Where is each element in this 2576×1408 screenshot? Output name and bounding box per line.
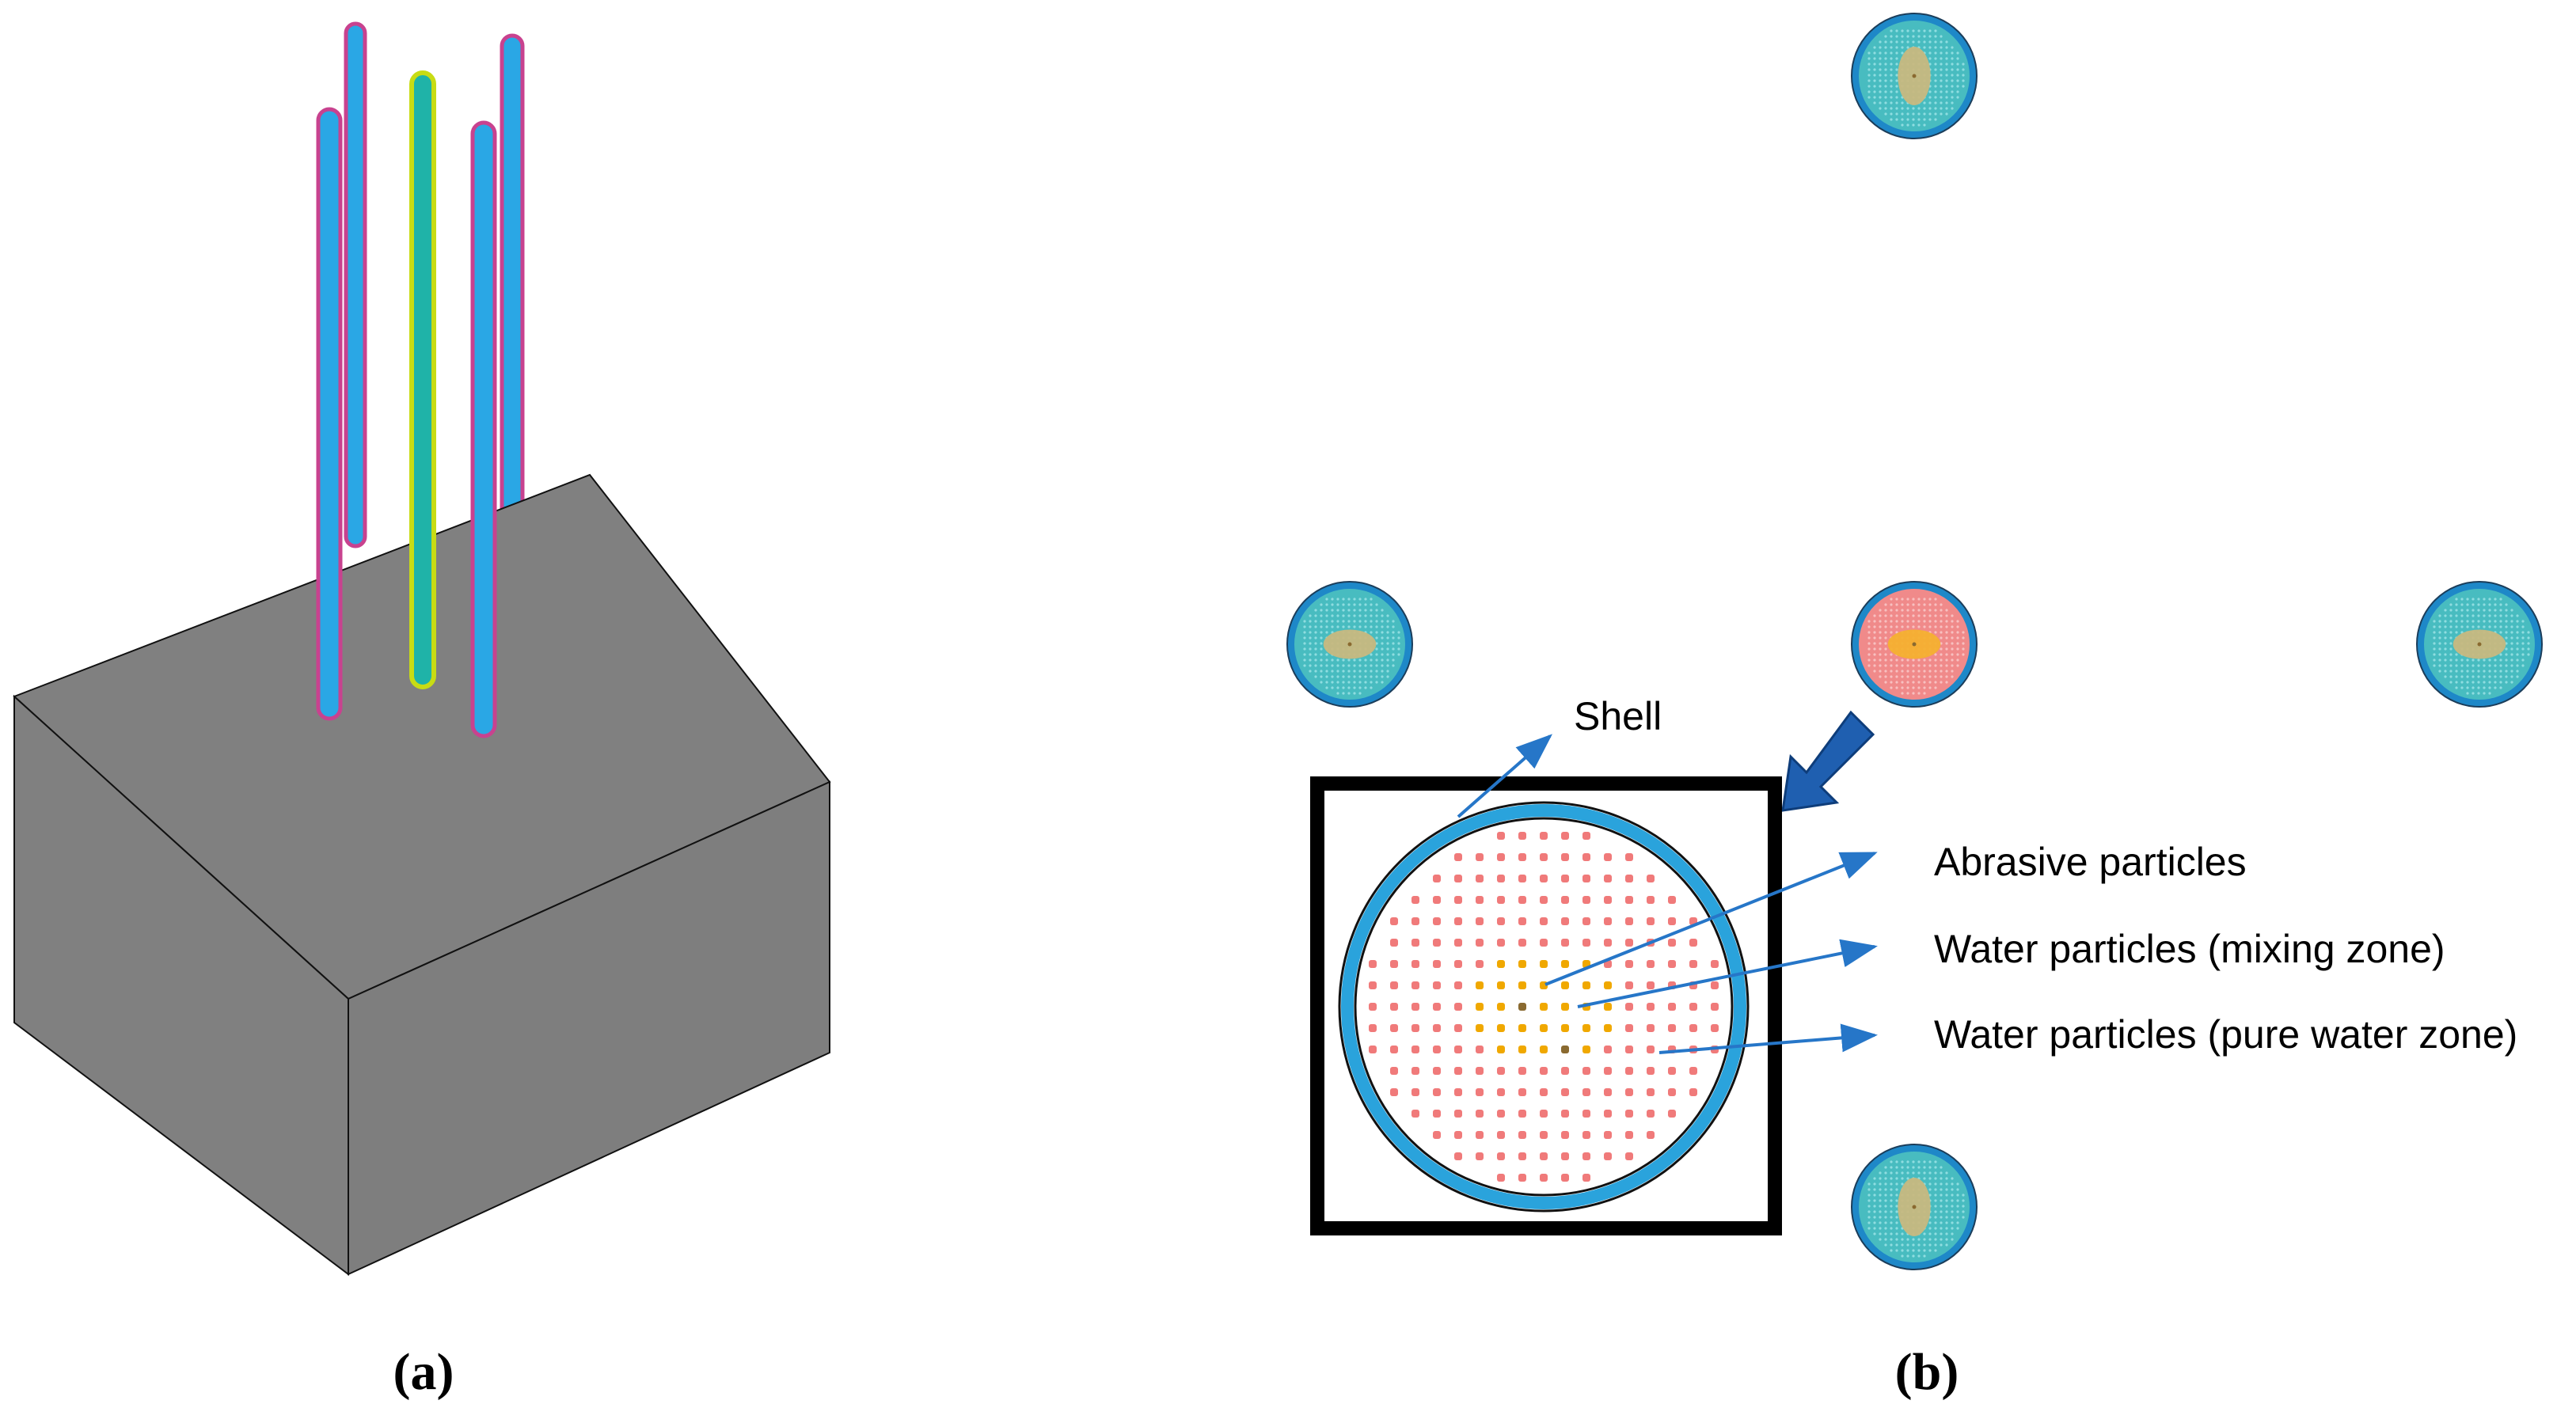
shell-label: Shell xyxy=(1574,694,1662,738)
nozzle-top xyxy=(1851,13,1978,139)
annotation-mixing: Water particles (mixing zone) xyxy=(1577,927,2445,1008)
annotation-abrasive: Abrasive particles xyxy=(1544,840,2247,986)
zoom-arrow xyxy=(1781,710,1875,812)
nozzle-right xyxy=(2416,581,2543,708)
pure-label: Water particles (pure water zone) xyxy=(1934,1012,2517,1057)
mixing-label: Water particles (mixing zone) xyxy=(1934,927,2445,971)
workpiece-block xyxy=(13,473,831,1277)
tube-back-left xyxy=(344,21,367,548)
particle-grid xyxy=(1369,832,1719,1182)
nozzle-bottom xyxy=(1851,1144,1978,1270)
nozzle-left xyxy=(1286,581,1413,708)
panel-a-model xyxy=(13,21,831,1277)
panel-a-label: (a) xyxy=(393,1343,454,1401)
tube-center xyxy=(409,70,436,689)
block-right-face xyxy=(348,780,830,1276)
abrasive-label: Abrasive particles xyxy=(1934,840,2247,884)
annotation-shell: Shell xyxy=(1457,694,1662,818)
tube-front-left xyxy=(316,107,343,721)
panel-b-label: (b) xyxy=(1895,1343,1959,1401)
panel-b-nozzles xyxy=(1286,13,2543,1270)
detail-frame xyxy=(1310,776,1782,1235)
nozzle-center xyxy=(1851,581,1978,708)
annotation-pure: Water particles (pure water zone) xyxy=(1658,1012,2517,1057)
tube-front-right xyxy=(470,120,497,738)
